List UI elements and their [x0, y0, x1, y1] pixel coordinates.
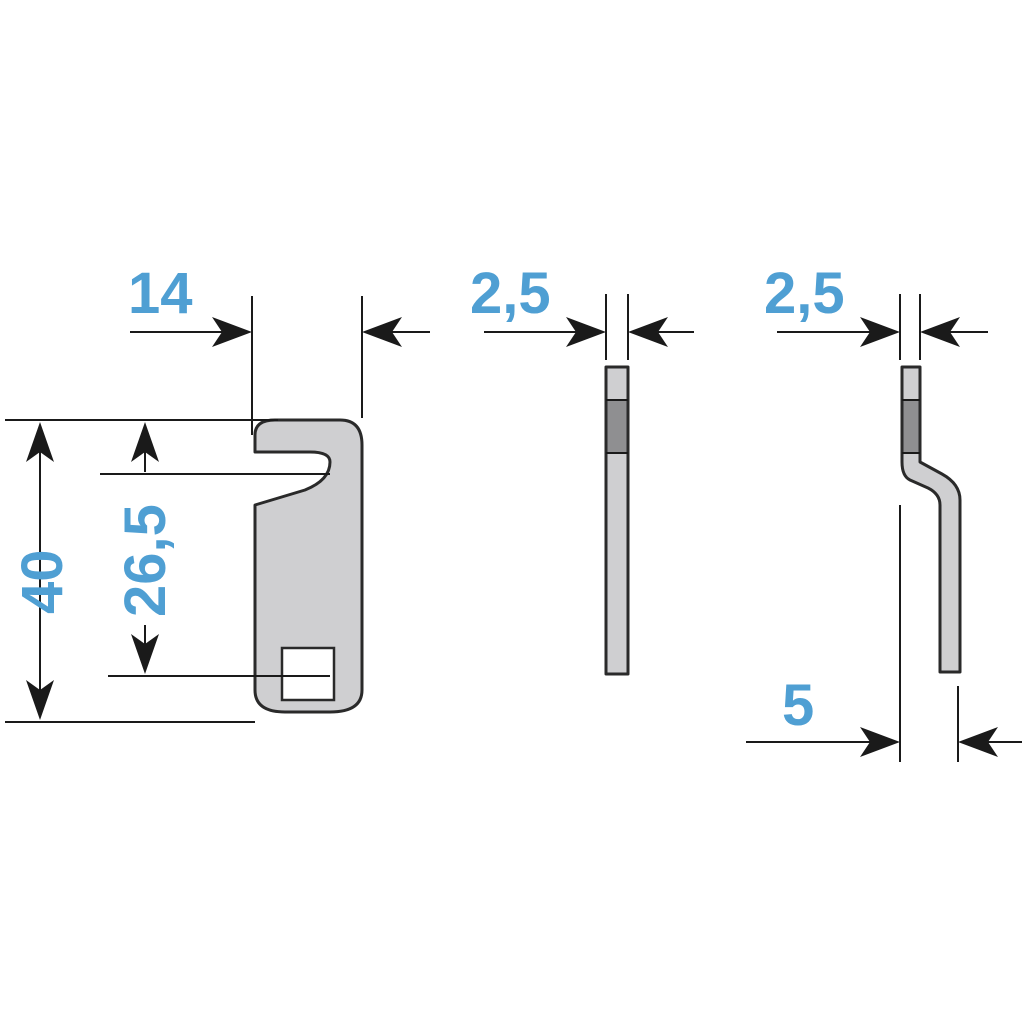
front-view — [253, 418, 364, 714]
dimension-width: 14 — [128, 261, 430, 435]
dim-label-straight-thickness: 2,5 — [470, 261, 551, 326]
dim-label-offset-amount: 5 — [782, 673, 814, 738]
square-hole — [280, 646, 336, 702]
dim-label-offset-thickness: 2,5 — [764, 261, 845, 326]
offset-cam-shaded-band — [903, 400, 919, 453]
dimension-offset-amount: 5 — [746, 505, 1022, 762]
dimension-total-height: 40 — [5, 419, 278, 723]
cam-plate-front — [253, 418, 364, 714]
side-view-straight — [604, 365, 630, 676]
straight-cam-shaded-band — [607, 400, 627, 453]
dim-label-hole-spacing: 26,5 — [113, 504, 178, 617]
dimension-hole-spacing: 26,5 — [100, 422, 330, 677]
dim-label-total-height: 40 — [10, 549, 75, 614]
side-view-offset — [900, 365, 962, 674]
dimension-straight-thickness: 2,5 — [470, 261, 694, 360]
dimension-offset-thickness: 2,5 — [764, 261, 988, 360]
dim-label-width: 14 — [128, 261, 193, 326]
